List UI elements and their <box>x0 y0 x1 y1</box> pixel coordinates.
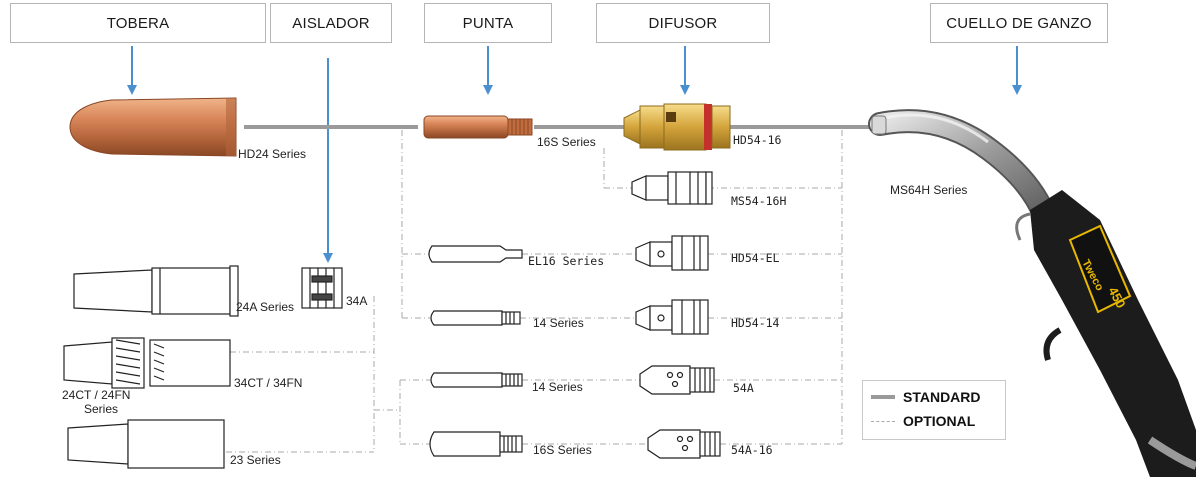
legend-standard-label: STANDARD <box>903 389 981 405</box>
header-aislador: AISLADOR <box>270 3 392 43</box>
label-14-series-b: 14 Series <box>532 380 583 394</box>
label-24ct-series: Series <box>84 402 119 416</box>
insulator-34a <box>301 267 343 309</box>
label-hd54-14: HD54-14 <box>731 316 780 330</box>
header-cuello-de-ganzo: CUELLO DE GANZO <box>930 3 1108 43</box>
label-34a: 34A <box>346 294 368 308</box>
label-54a-16: 54A-16 <box>731 443 773 457</box>
tip-14-b <box>430 372 523 388</box>
diffuser-hd54-14 <box>635 299 709 335</box>
legend-optional-swatch <box>871 420 895 422</box>
label-ms54-16h: MS54-16H <box>731 194 787 208</box>
label-hd54-el: HD54-EL <box>731 251 780 265</box>
header-difusor: DIFUSOR <box>596 3 770 43</box>
hd24-nozzle <box>69 97 237 157</box>
tip-14-a <box>430 310 521 326</box>
header-tobera: TOBERA <box>10 3 266 43</box>
diffuser-54a-16 <box>647 429 721 459</box>
diffuser-hd54-el <box>635 235 709 271</box>
diffuser-ms54-16h <box>631 171 713 205</box>
label-14-series-a: 14 Series <box>533 316 584 330</box>
legend-standard: STANDARD <box>871 389 981 405</box>
nozzle-24a <box>73 265 239 317</box>
label-34ct-34fn: 34CT / 34FN <box>234 376 303 390</box>
diffuser-hd54-16 <box>623 103 731 151</box>
welding-gun: Tweco 450 <box>868 109 1196 477</box>
label-ms64h-series: MS64H Series <box>890 183 968 197</box>
optional-lines <box>226 130 843 453</box>
legend-optional: OPTIONAL <box>871 413 975 429</box>
legend-standard-swatch <box>871 395 895 399</box>
label-hd24-series: HD24 Series <box>238 147 307 161</box>
header-arrows <box>127 46 1022 263</box>
label-16s-series-bottom: 16S Series <box>533 443 592 457</box>
tip-16s-bottom <box>429 431 523 457</box>
insulator-34ct <box>149 339 231 387</box>
tip-el16 <box>428 245 523 263</box>
label-54a: 54A <box>733 381 754 395</box>
legend-optional-label: OPTIONAL <box>903 413 976 429</box>
header-punta: PUNTA <box>424 3 552 43</box>
legend: STANDARD OPTIONAL <box>862 380 1006 440</box>
label-el16-series: EL16 Series <box>528 254 605 268</box>
nozzle-23 <box>67 419 225 469</box>
label-24ct-24fn: 24CT / 24FN <box>62 388 131 402</box>
diffuser-54a <box>639 365 715 395</box>
label-24a-series: 24A Series <box>236 300 295 314</box>
label-hd54-16: HD54-16 <box>733 133 782 147</box>
nozzle-24ct <box>63 337 145 389</box>
label-23-series: 23 Series <box>230 453 281 467</box>
tip-16s <box>423 115 533 139</box>
label-16s-series-top: 16S Series <box>537 135 596 149</box>
